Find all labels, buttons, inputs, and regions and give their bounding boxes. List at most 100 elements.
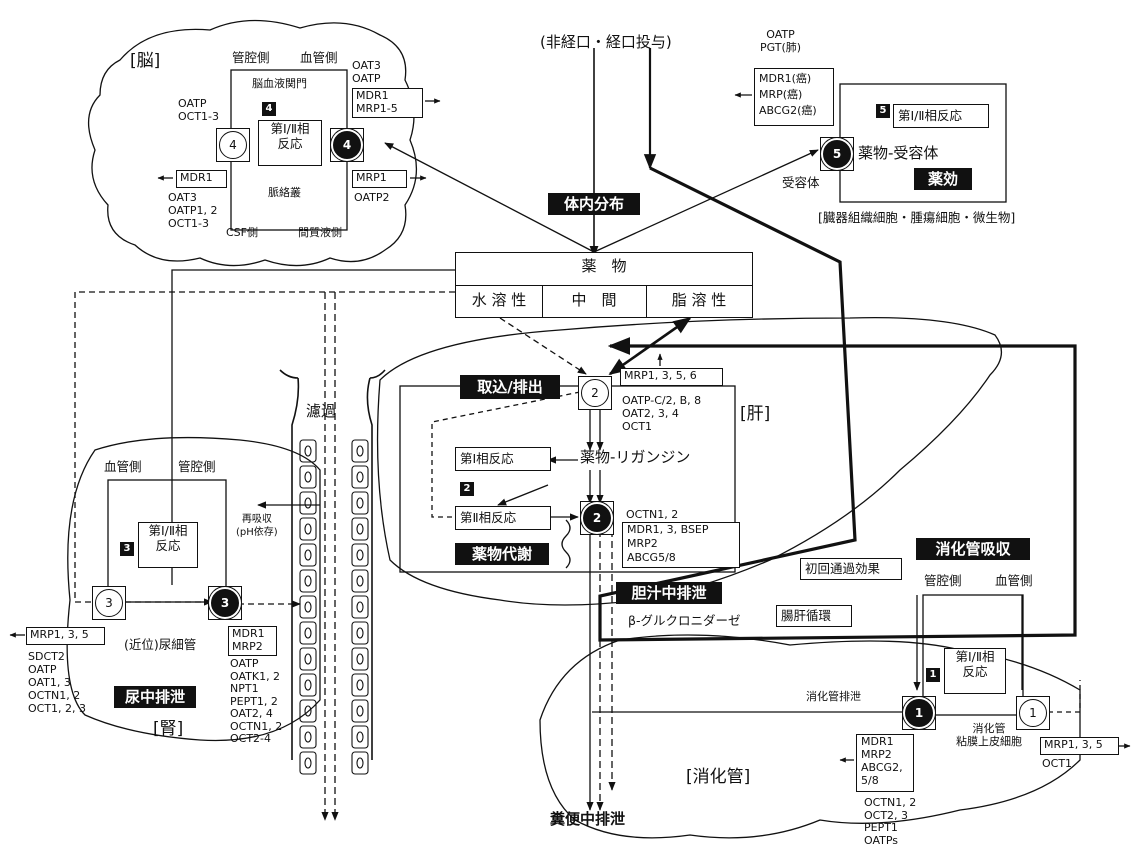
proximal-tubule-label: (近位)尿細管 — [124, 637, 196, 652]
drug-box: 薬 物 水 溶 性 中 間 脂 溶 性 — [455, 252, 753, 318]
target-caption: [臓器組織細胞・腫瘍細胞・微生物] — [818, 210, 1015, 225]
tubule-cell-nucleus — [305, 732, 311, 742]
gut-apical-transporters: OCTN1, 2 OCT2, 3 PEPT1 OATPs — [864, 797, 916, 847]
filtration-label: 濾過 — [306, 402, 336, 420]
target-efflux-box: MDR1(癌) MRP(癌) ABCG2(癌) — [754, 68, 834, 126]
brain-left-lower-transporters: OAT3 OATP1, 2 OCT1-3 — [168, 191, 217, 230]
liver-title: [肝] — [740, 405, 770, 423]
tubule-cell-nucleus — [357, 550, 363, 560]
tubule-cell-nucleus — [305, 524, 311, 534]
tubule-cell — [300, 596, 316, 618]
target-drug-receptor: 薬物-受容体 — [858, 144, 938, 162]
tubule-cell — [352, 492, 368, 514]
brain-bbb-label: 脳血液関門 — [252, 77, 307, 90]
kidney-basolateral-transporters: SDCT2 OATP OAT1, 3 OCTN1, 2 OCT1, 2, 3 — [28, 650, 86, 715]
tubule-cell — [352, 674, 368, 696]
liver-octn-transporters: OCTN1, 2 — [626, 508, 678, 521]
drug-water-soluble: 水 溶 性 — [456, 291, 542, 309]
enterohepatic-circulation-box: 腸肝循環 — [776, 605, 852, 627]
distribution-label: 体内分布 — [548, 193, 640, 215]
brain-left-upper-transporters: OATP OCT1-3 — [178, 97, 219, 123]
gut-circle-filled: 1 — [905, 699, 933, 727]
tubule-cell-nucleus — [357, 706, 363, 716]
gut-epithelium-label: 消化管 粘膜上皮細胞 — [956, 722, 1022, 748]
gut-title: [消化管] — [686, 768, 750, 786]
kidney-lumen-side: 管腔側 — [178, 459, 216, 474]
fecal-excretion-label: 糞便中排泄 — [550, 810, 625, 828]
brain-right-lower-transporters: OATP2 — [354, 191, 390, 204]
tubule-cell-nucleus — [305, 550, 311, 560]
dosing-label: (非経口・経口投与) — [540, 33, 672, 51]
tubule-cells — [300, 440, 368, 774]
tubule-cell — [352, 648, 368, 670]
kidney-title: [腎] — [153, 720, 183, 738]
liver-phase1-box: 第Ⅰ相反応 — [455, 447, 551, 471]
liver-efflux-box: MRP1, 3, 5, 6 — [620, 368, 723, 386]
tubule-cell — [352, 466, 368, 488]
kidney-circle-open: 3 — [95, 589, 123, 617]
tubule-cell — [352, 570, 368, 592]
target-marker: 5 — [876, 104, 890, 118]
gut-basolateral-efflux-box: MRP1, 3, 5 — [1040, 737, 1119, 755]
tubule-cell-nucleus — [305, 472, 311, 482]
tubule-cell — [300, 648, 316, 670]
brain-blood-side: 血管側 — [300, 50, 338, 65]
kidney-basolateral-efflux-box: MRP1, 3, 5 — [26, 627, 105, 645]
tubule-cell-nucleus — [305, 498, 311, 508]
drug-lipid-soluble: 脂 溶 性 — [646, 291, 752, 309]
tubule-cell-nucleus — [357, 654, 363, 664]
brain-efflux-left-box: MDR1 — [176, 170, 227, 188]
brain-efflux-upper-box: MDR1 MRP1-5 — [352, 88, 423, 118]
tubule-cell — [300, 726, 316, 748]
tubule-cell-nucleus — [305, 576, 311, 586]
liver-drug-ligandin: 薬物-リガンジン — [580, 448, 690, 466]
target-phase-reaction-box: 第Ⅰ/Ⅱ相反応 — [893, 104, 989, 128]
liver-circle-filled: 2 — [583, 504, 611, 532]
tubule-cell-nucleus — [305, 628, 311, 638]
liver-uptake-transporters: OATP-C/2, B, 8 OAT2, 3, 4 OCT1 — [622, 394, 701, 433]
tubule-cell-nucleus — [357, 498, 363, 508]
tubule-cell — [352, 726, 368, 748]
liver-marker: 2 — [460, 482, 474, 496]
tubule-cell — [352, 440, 368, 462]
tubule-cell-nucleus — [305, 680, 311, 690]
gi-excretion-label: 消化管排泄 — [806, 690, 861, 703]
tubule-cell — [352, 596, 368, 618]
brain-csf-side: CSF側 — [226, 226, 258, 239]
tubule-cell-nucleus — [357, 576, 363, 586]
tubule-cell-nucleus — [305, 758, 311, 768]
gut-circle-open: 1 — [1019, 699, 1047, 727]
target-effect-label: 薬効 — [914, 168, 972, 190]
beta-glucuronidase-label: β-グルクロニダーゼ — [628, 613, 741, 628]
tubule-cell-nucleus — [305, 446, 311, 456]
brain-circle-filled: 4 — [333, 131, 361, 159]
gut-oct1-label: OCT1 — [1042, 757, 1072, 770]
tubule-cell-nucleus — [357, 758, 363, 768]
gut-marker: 1 — [926, 668, 940, 682]
brain-phase-reaction-box: 第Ⅰ/Ⅱ相 反応 — [258, 120, 322, 166]
liver-uptake-efflux-label: 取込/排出 — [460, 375, 560, 399]
brain-plexus-label: 脈絡叢 — [268, 186, 301, 199]
tubule-cell-nucleus — [357, 680, 363, 690]
target-top-transporters: OATP PGT(肺) — [760, 28, 801, 54]
liver-phase2-box: 第Ⅱ相反応 — [455, 506, 551, 530]
tubule-cell — [300, 466, 316, 488]
kidney-apical-transporters: OATP OATK1, 2 NPT1 PEPT1, 2 OAT2, 4 OCTN… — [230, 658, 282, 746]
gut-phase-reaction-box: 第Ⅰ/Ⅱ相 反応 — [944, 648, 1006, 694]
kidney-blood-side: 血管側 — [104, 459, 142, 474]
gi-absorption-label: 消化管吸収 — [916, 538, 1030, 560]
tubule-cell-nucleus — [305, 654, 311, 664]
kidney-phase-reaction-box: 第Ⅰ/Ⅱ相 反応 — [138, 522, 198, 568]
urinary-excretion-label: 尿中排泄 — [114, 686, 196, 708]
tubule-cell-nucleus — [357, 602, 363, 612]
gut-apical-efflux-box: MDR1 MRP2 ABCG2, 5/8 — [856, 734, 914, 792]
tubule-cell — [352, 622, 368, 644]
brain-right-upper-transporters: OAT3 OATP — [352, 59, 381, 85]
tubule-cell — [300, 752, 316, 774]
reabsorption-label: 再吸収 (pH依存) — [236, 513, 278, 539]
target-circle: 5 — [823, 140, 851, 168]
drug-intermediate: 中 間 — [542, 291, 646, 309]
tubule-cell-nucleus — [357, 446, 363, 456]
tubule-cell — [352, 700, 368, 722]
brain-circle-open: 4 — [219, 131, 247, 159]
